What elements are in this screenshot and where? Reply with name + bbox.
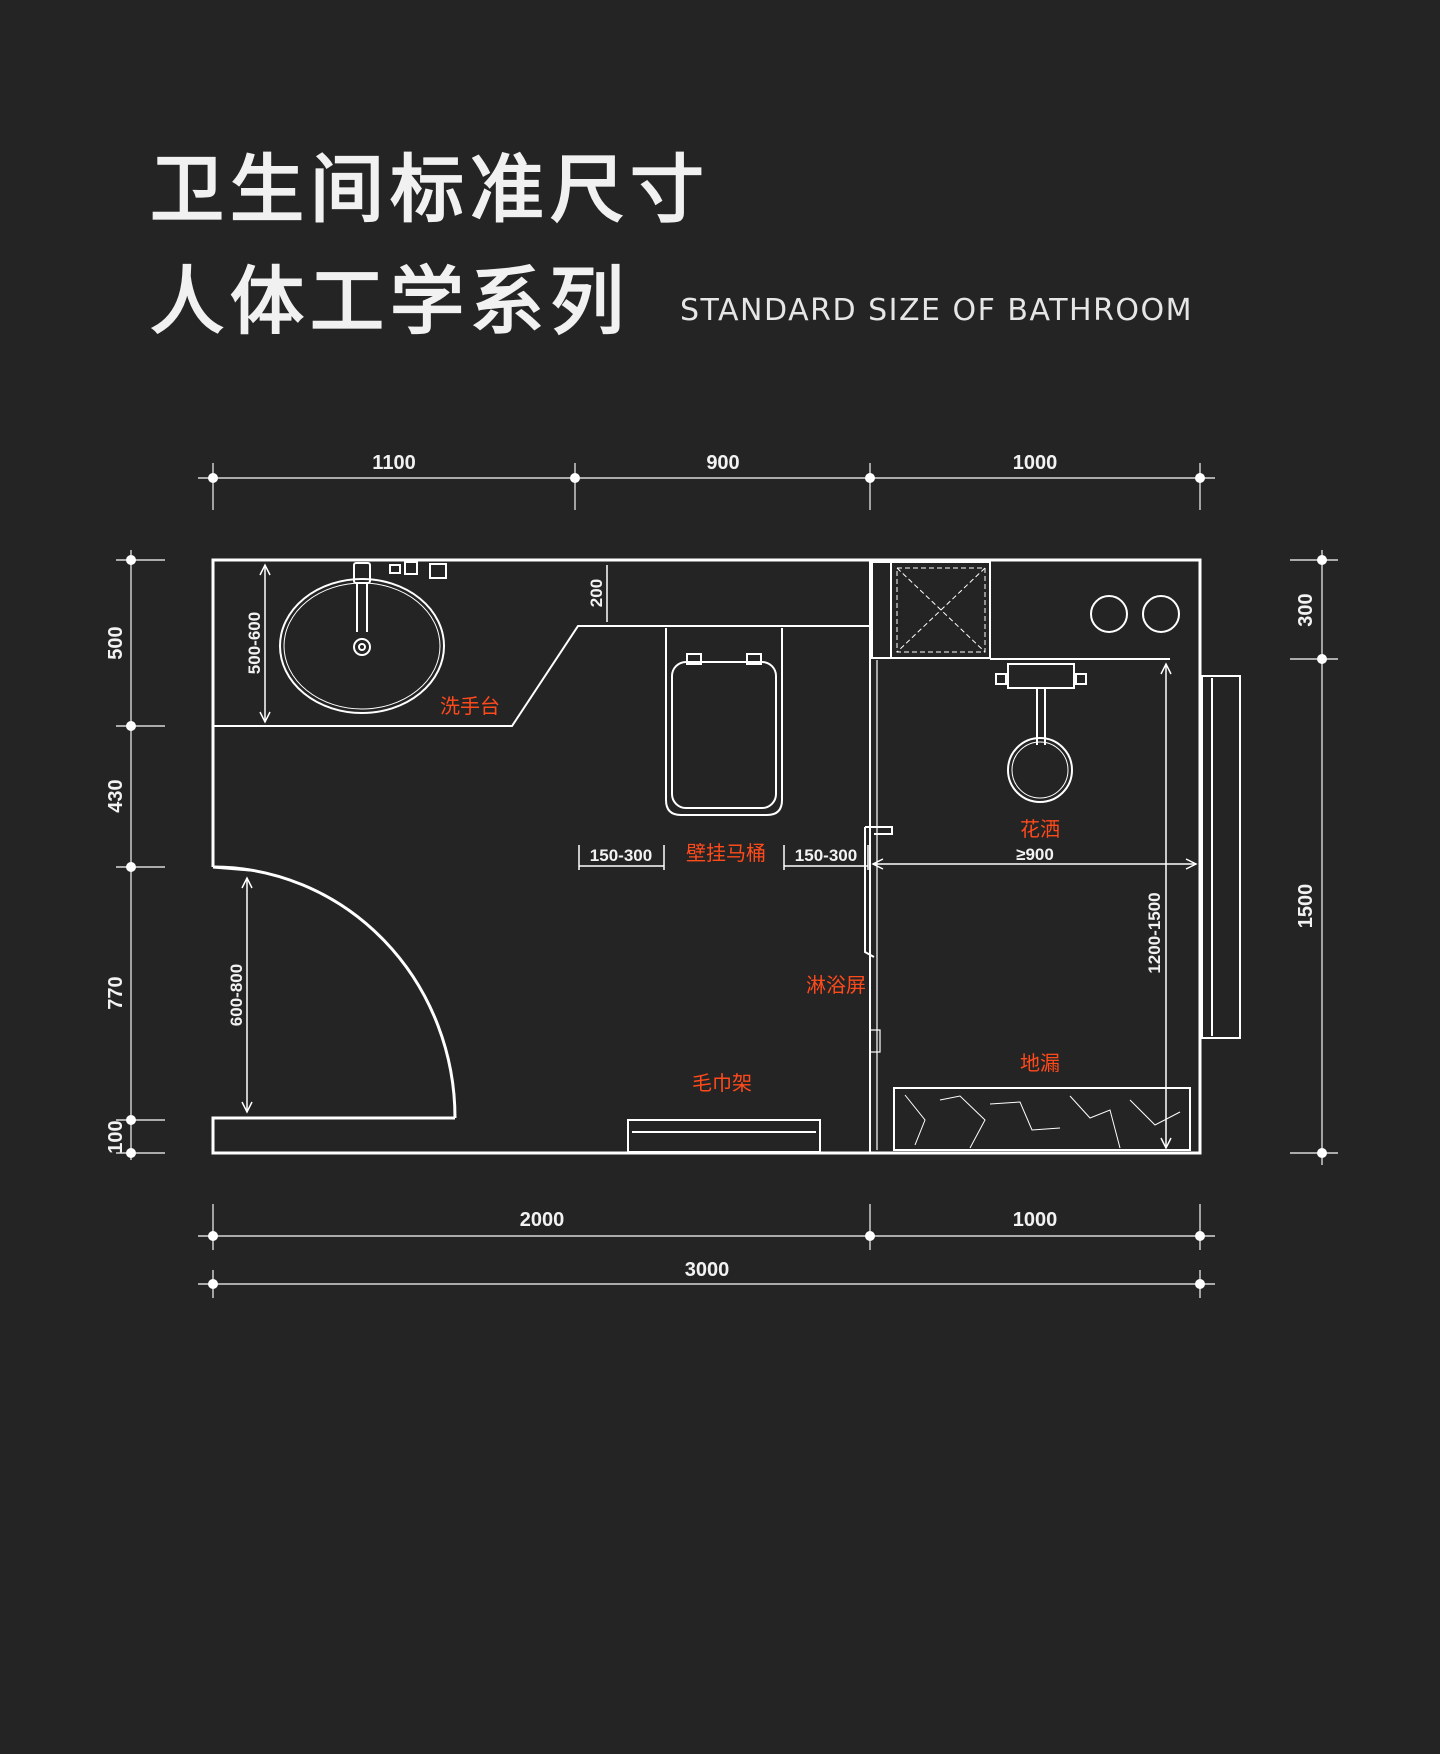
left-dimension-line	[116, 550, 165, 1160]
label-shower-head: 花洒	[1020, 817, 1060, 841]
toilet-clearance-dimensions	[578, 845, 869, 870]
dim-total: 3000	[685, 1259, 730, 1281]
shower-controls	[1090, 595, 1180, 633]
wall-toilet	[665, 628, 783, 816]
label-towel-rack: 毛巾架	[692, 1071, 752, 1095]
shower-niche	[871, 561, 1170, 660]
dim-top-1: 1100	[372, 452, 415, 474]
dim-left-1: 500	[105, 626, 127, 659]
label-shower-screen: 淋浴屏	[806, 973, 866, 997]
label-wash-basin: 洗手台	[440, 694, 500, 718]
dim-bottom-1: 2000	[520, 1209, 565, 1231]
top-dimension-line	[198, 463, 1215, 510]
title-line-2: 人体工学系列	[150, 259, 630, 345]
floor-drain	[893, 1087, 1191, 1151]
title-line-1: 卫生间标准尺寸	[150, 147, 710, 233]
window	[1201, 675, 1241, 1039]
basin-depth-dimension	[259, 563, 271, 724]
vanity-counter	[213, 561, 870, 727]
door-swing	[212, 865, 457, 1119]
subtitle: STANDARD SIZE OF BATHROOM	[680, 293, 1194, 328]
dim-left-2: 430	[105, 779, 127, 812]
shower-head-height-dimension	[1160, 662, 1172, 1150]
right-dimension-line	[1290, 550, 1338, 1165]
dim-left-4: 100	[105, 1120, 127, 1153]
label-wall-toilet: 壁挂马桶	[686, 841, 766, 865]
dim-counter-gap: 200	[587, 579, 606, 607]
dim-top-2: 900	[706, 452, 739, 474]
dim-toilet-right: 150-300	[795, 846, 857, 865]
dim-toilet-left: 150-300	[590, 846, 652, 865]
door-width-dimension	[241, 876, 253, 1114]
shower-screen	[864, 560, 893, 1153]
dim-basin-depth: 500-600	[245, 612, 264, 674]
total-dimension-line	[198, 1270, 1215, 1298]
dim-top-3: 1000	[1013, 452, 1058, 474]
bottom-dimension-line	[198, 1204, 1215, 1250]
dim-shower-head-height: 1200-1500	[1145, 892, 1164, 973]
dim-door-width: 600-800	[227, 964, 246, 1026]
label-floor-drain: 地漏	[1020, 1051, 1060, 1075]
dim-bottom-2: 1000	[1013, 1209, 1058, 1231]
dim-right-1: 300	[1295, 593, 1317, 626]
dim-right-2: 1500	[1295, 884, 1317, 929]
shower-head	[995, 663, 1087, 803]
shower-width-dimension	[871, 858, 1198, 870]
room-walls	[211, 558, 1202, 1155]
dim-shower-width: ≥900	[1016, 845, 1054, 864]
dim-left-3: 770	[105, 976, 127, 1009]
towel-rack	[627, 1119, 821, 1153]
